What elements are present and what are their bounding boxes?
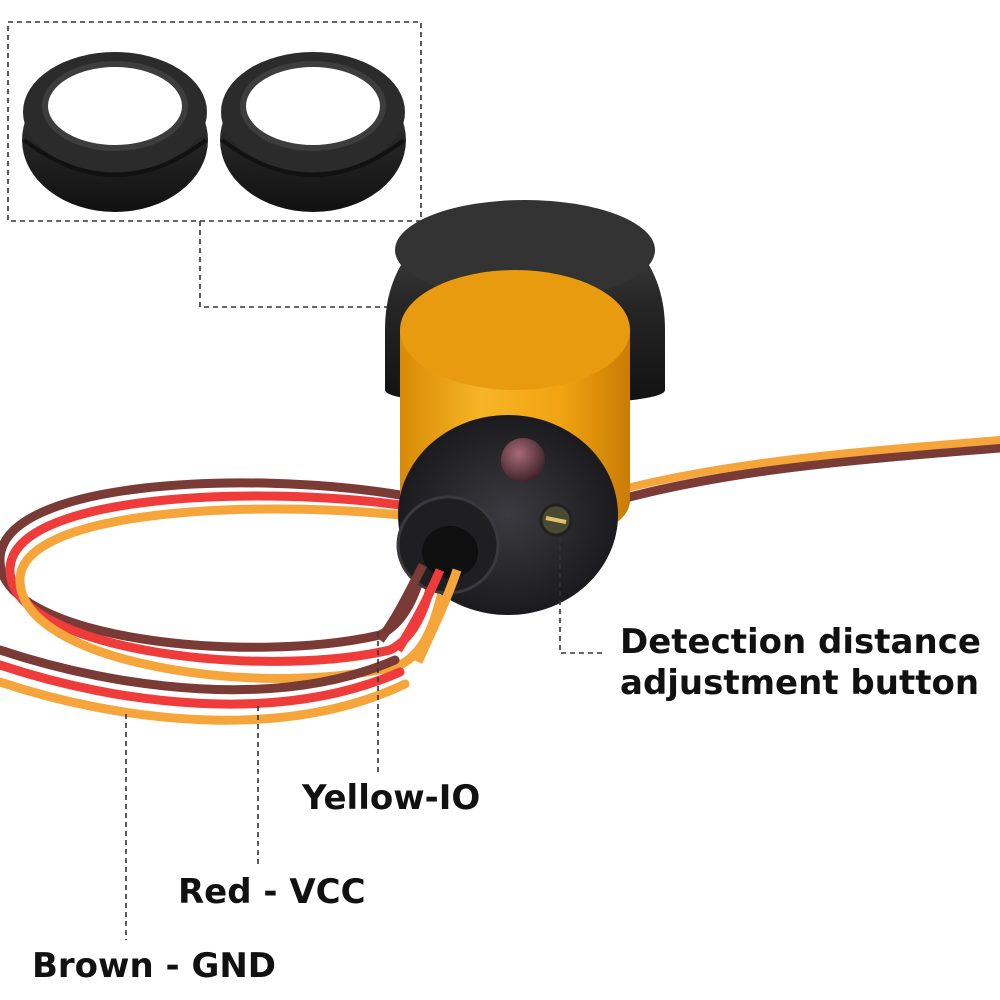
photoelectric-sensor-icon	[376, 200, 665, 664]
hex-nut-icon	[220, 52, 406, 212]
yellow-wire-label: Yellow-IO	[302, 778, 481, 818]
detection-distance-label: Detection distance adjustment button	[620, 622, 981, 704]
spare-nuts-callout-line	[199, 221, 393, 308]
detection-callout-line	[559, 537, 603, 654]
led-indicator-icon	[501, 438, 545, 482]
detection-label-line-1: Detection distance	[620, 622, 981, 662]
hex-nut-icon	[22, 52, 208, 212]
detection-label-line-2: adjustment button	[620, 662, 980, 703]
red-wire-label: Red - VCC	[178, 872, 366, 912]
wire-bundle	[0, 436, 1000, 725]
brown-wire-label: Brown - GND	[32, 946, 277, 986]
